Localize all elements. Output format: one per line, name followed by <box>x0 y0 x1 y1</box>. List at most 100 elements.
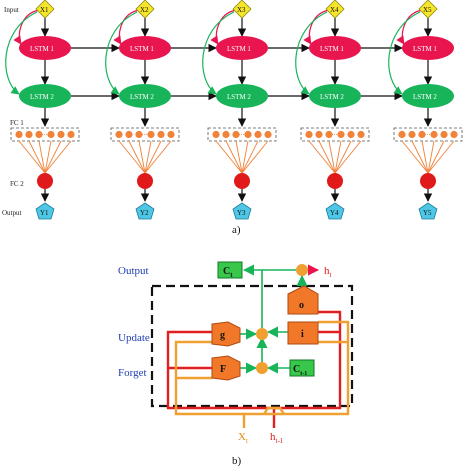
lstm2-node-5 <box>402 84 454 108</box>
fc1-edge-3-4 <box>241 140 249 174</box>
fc1-box-3 <box>207 127 277 142</box>
lstm2-node-4 <box>309 84 361 108</box>
fc1-neuron-2-6 <box>167 130 175 139</box>
fc1-edge-2-2 <box>128 140 146 174</box>
fc1-neuron-2-2 <box>125 130 133 139</box>
gate-o <box>287 285 319 315</box>
fc2-node-2 <box>137 173 153 189</box>
lstm1-node-1 <box>19 36 71 60</box>
fc1-edge-1-4 <box>44 140 52 174</box>
fc1-edge-1-6 <box>44 140 72 174</box>
h-prev-label: ht-1 <box>270 431 284 445</box>
row-label-input: Input <box>4 6 19 14</box>
fc1-edge-2-3 <box>138 140 146 174</box>
output-node-1 <box>35 202 55 220</box>
input-label-4: X4 <box>330 6 339 14</box>
output-node-2 <box>135 202 155 220</box>
green-skip-arrow-1 <box>5 11 38 95</box>
label-output: Output <box>118 265 149 277</box>
output-node-3 <box>232 202 252 220</box>
ht-label: ht <box>324 265 332 279</box>
fc1-edge-3-6 <box>241 140 269 174</box>
fc1-edge-2-4 <box>144 140 152 174</box>
lstm2-node-2 <box>119 84 171 108</box>
input-label-2: X2 <box>140 6 149 14</box>
fc1-neuron-4-1 <box>305 130 313 139</box>
caption-a: a) <box>232 224 241 236</box>
fc1-edge-2-5 <box>144 140 162 174</box>
fc2-node-4 <box>327 173 343 189</box>
x-line-left <box>174 340 246 428</box>
c-prev-box <box>289 359 315 377</box>
fc1-neuron-3-6 <box>264 130 272 139</box>
fc1-edge-4-1 <box>308 140 336 174</box>
gate-o-label: o <box>299 300 304 311</box>
fc2-node-5 <box>420 173 436 189</box>
x-line-right <box>244 320 350 416</box>
input-node-5 <box>418 0 438 19</box>
output-label-4: Y4 <box>330 209 339 217</box>
fc1-edge-3-3 <box>235 140 243 174</box>
fc1-edge-5-2 <box>411 140 429 174</box>
gate-i-label: i <box>301 329 304 340</box>
input-multiplier <box>256 328 268 340</box>
output-label-5: Y5 <box>423 209 432 217</box>
green-skip-arrow-4 <box>295 11 328 95</box>
lstm1-node-4 <box>309 36 361 60</box>
fc1-neuron-1-6 <box>67 130 75 139</box>
red-skip-arrow-5 <box>396 9 423 45</box>
input-node-2 <box>135 0 155 19</box>
output-label-3: Y3 <box>237 209 246 217</box>
lstm1-label-4: LSTM 1 <box>320 45 344 53</box>
fc2-node-3 <box>234 173 250 189</box>
lstm1-node-3 <box>216 36 268 60</box>
fc1-edge-5-6 <box>427 140 455 174</box>
fc1-edge-5-4 <box>427 140 435 174</box>
output-multiplier <box>296 264 308 276</box>
output-label-2: Y2 <box>140 209 149 217</box>
fc1-neuron-5-5 <box>440 130 448 139</box>
cell-to-ct <box>242 264 263 330</box>
fc1-box-2 <box>110 127 180 142</box>
lstm-cell-part-b: Ct ht o i g F Ct-1 Output Update Forget … <box>118 261 354 445</box>
fc1-neuron-3-4 <box>244 130 252 139</box>
fc2-node-1 <box>37 173 53 189</box>
row-label-fc2: FC 2 <box>10 180 24 188</box>
fc1-edge-4-5 <box>334 140 352 174</box>
lstm2-label-2: LSTM 2 <box>130 93 154 101</box>
c-prev-label: Ct-1 <box>293 364 307 377</box>
fc1-neuron-5-3 <box>418 130 426 139</box>
fc1-edge-3-2 <box>225 140 243 174</box>
gate-g-label: g <box>220 330 225 341</box>
h-prev-line-right <box>274 310 342 410</box>
fc1-edge-3-1 <box>215 140 243 174</box>
lstm1-node-2 <box>119 36 171 60</box>
fc1-neuron-5-1 <box>398 130 406 139</box>
label-update: Update <box>118 332 150 344</box>
lstm1-label-2: LSTM 1 <box>130 45 154 53</box>
fc1-neuron-5-6 <box>450 130 458 139</box>
fc1-edge-3-5 <box>241 140 259 174</box>
fc1-edge-4-6 <box>334 140 362 174</box>
fc1-box-4 <box>300 127 370 142</box>
fc1-edge-2-1 <box>118 140 146 174</box>
output-node-4 <box>325 202 345 220</box>
fc1-neuron-5-2 <box>408 130 416 139</box>
gate-f-label: F <box>220 364 226 375</box>
fc1-neuron-4-6 <box>357 130 365 139</box>
red-skip-arrow-2 <box>113 9 140 45</box>
fc1-neuron-4-3 <box>325 130 333 139</box>
green-skip-arrow-3 <box>202 11 235 95</box>
input-node-3 <box>232 0 252 19</box>
gate-i <box>287 321 319 345</box>
lstm2-label-3: LSTM 2 <box>227 93 251 101</box>
gate-f <box>211 355 241 381</box>
lstm2-label-1: LSTM 2 <box>30 93 54 101</box>
output-label-1: Y1 <box>40 209 49 217</box>
fc1-edge-1-2 <box>28 140 46 174</box>
green-skip-arrow-2 <box>105 11 138 95</box>
fc1-neuron-3-1 <box>212 130 220 139</box>
lstm1-label-1: LSTM 1 <box>30 45 54 53</box>
input-label-1: X1 <box>40 6 49 14</box>
